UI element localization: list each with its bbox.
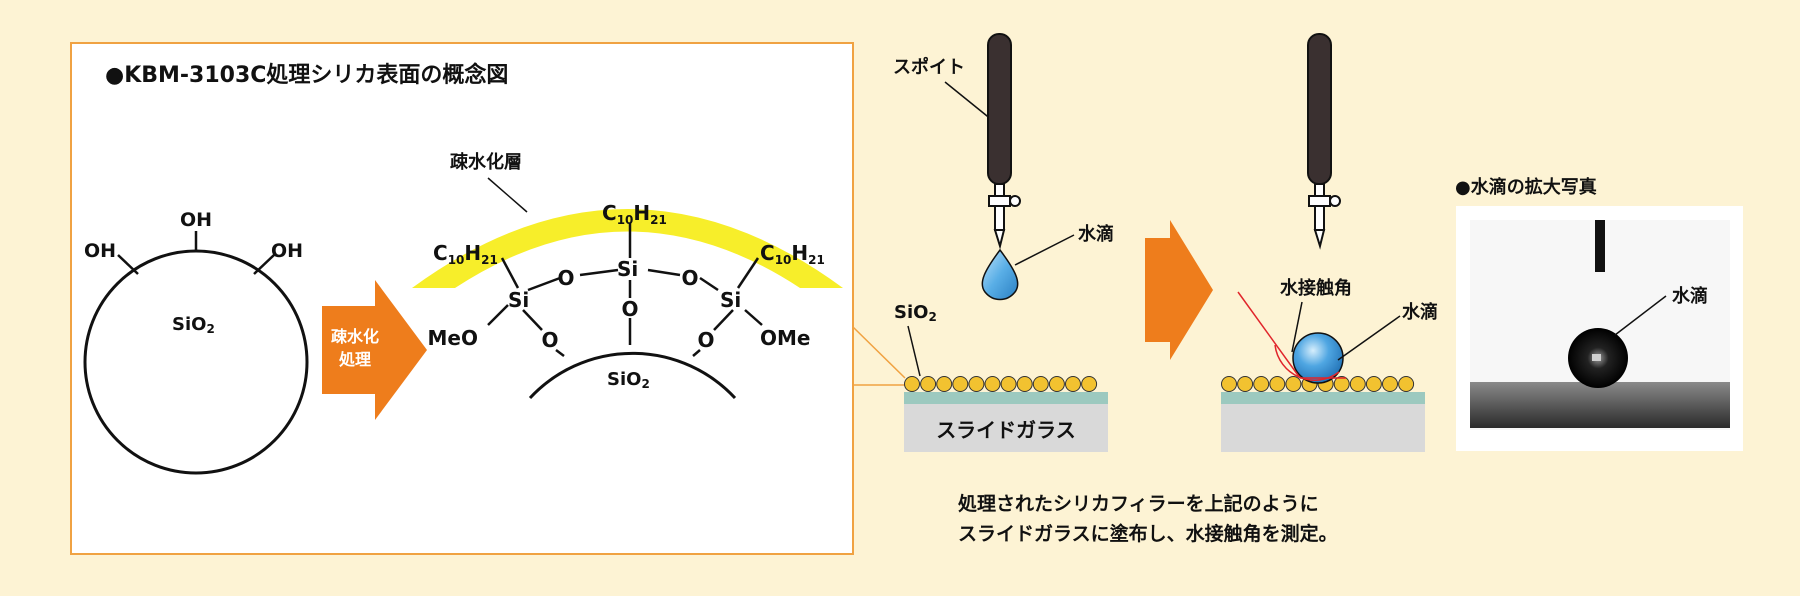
arrow-label-line2: 処理 [339,350,371,369]
c10h21-chain-middle: C10H21 [602,201,667,227]
silica-bead [1398,376,1415,392]
photo-title: ●水滴の拡大写真 [1455,176,1597,198]
c10h21-chain-left: C10H21 [433,241,498,267]
silica-bead [968,376,985,392]
silica-beads-2 [1221,376,1415,392]
silica-bead [936,376,953,392]
silica-bead [1285,376,1302,392]
pipette-leader-line [944,81,993,121]
c10h21-chain-right: C10H21 [760,241,825,267]
silica-bead [1237,376,1254,392]
treated-particle-label: SiO2 [607,369,650,391]
pipette-label: スポイト [893,56,965,78]
si-atom-left: Si [508,288,529,312]
untreated-particle-label: SiO2 [172,314,215,336]
zoom-callout-lines [852,326,906,386]
silica-bead [920,376,937,392]
photo-surface [1470,382,1730,428]
silica-bead [1081,376,1098,392]
silica-bead [1253,376,1270,392]
photo-needle [1595,220,1605,272]
pipette-1 [987,33,1021,250]
oxygen-anchor-middle: O [621,297,638,321]
tangent-line [1237,291,1301,379]
si-atom-right: Si [720,288,741,312]
silica-bead [1269,376,1286,392]
methoxy-group-right: OMe [760,326,810,350]
oh-group-right: OH [271,240,303,262]
concept-title: ●KBM-3103C処理シリカ表面の概念図 [105,62,508,88]
silica-bead [1349,376,1366,392]
droplet-label-2: 水滴 [1402,301,1438,323]
oxygen-bridge-right: O [681,266,698,290]
photo-droplet-leader-line [1614,295,1667,336]
caption-line-2: スライドガラスに塗布し、水接触角を測定。 [958,522,1338,545]
silica-bead [1048,376,1065,392]
droplet-label: 水滴 [1078,223,1114,245]
pipette-2 [1307,33,1341,250]
sio2-leader-line [907,325,921,377]
silica-bead [1065,376,1081,392]
hydrophobic-layer-band [412,209,843,288]
water-droplet-falling [981,248,1019,301]
oxygen-anchor-right: O [697,328,714,352]
hydrophobic-treatment-arrow [322,280,427,420]
silica-bead [1333,376,1350,392]
droplet-2-leader-line [1337,315,1401,361]
contact-angle-leader-line [1291,301,1303,353]
contact-angle-arc [1274,344,1340,381]
silica-bead [1000,376,1017,392]
untreated-silica-particle [83,231,309,475]
sio2-coating-label: SiO2 [894,302,937,324]
slide-glass-label: スライドガラス [936,418,1076,442]
silica-bead [1016,376,1033,392]
contact-angle-label: 水接触角 [1280,277,1352,299]
silica-bead [1365,376,1382,392]
treated-silica-surface [528,351,737,400]
si-atom-middle: Si [617,257,638,281]
coating-layer-1 [904,392,1108,404]
silica-beads-1 [904,376,1098,392]
oxygen-bridge-left: O [557,266,574,290]
photo-droplet-highlight [1592,354,1601,361]
silica-bead [1032,376,1049,392]
water-droplet-on-surface [1292,332,1344,384]
layer-leader-line [487,177,528,213]
molecule-bonds [487,223,763,357]
silica-bead [1382,376,1398,392]
oh-group-left: OH [84,240,116,262]
silica-bead [904,376,920,392]
coating-layer-2 [1221,392,1425,404]
arrow-label-line1: 疎水化 [331,327,379,346]
methoxy-group-left: MeO [428,326,478,350]
silica-bead [1221,376,1237,392]
silica-bead [952,376,969,392]
oh-group-top: OH [180,209,212,231]
silica-bead [984,376,1001,392]
slide-glass-1 [904,404,1108,452]
hydrophobic-layer-label: 疎水化層 [450,151,522,173]
caption-line-1: 処理されたシリカフィラーを上記のように [958,492,1319,515]
droplet-leader-line [1014,234,1075,266]
oxygen-anchor-left: O [541,328,558,352]
process-arrow [1145,220,1213,360]
photo-droplet-label: 水滴 [1672,285,1708,307]
slide-glass-2 [1221,404,1425,452]
